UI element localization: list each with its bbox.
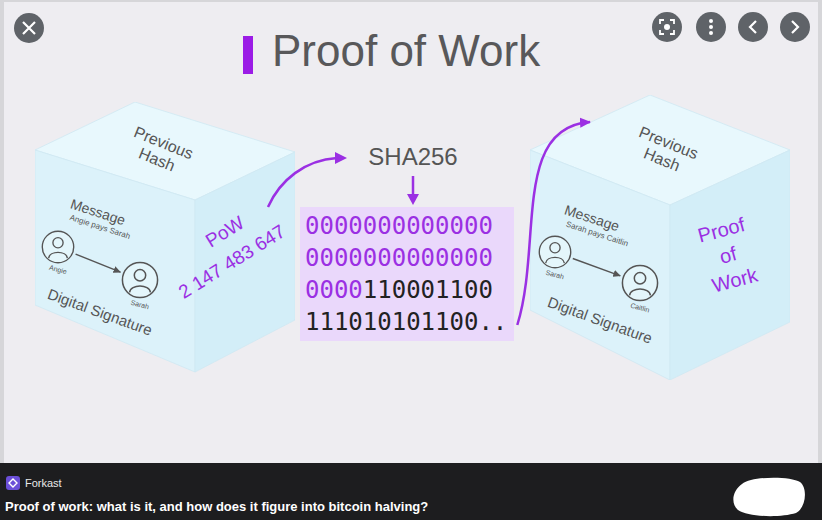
source-icon bbox=[6, 476, 20, 490]
person-icon bbox=[121, 261, 159, 299]
lens-button bbox=[652, 12, 682, 42]
menu-dot bbox=[709, 25, 713, 29]
person-circle bbox=[622, 265, 657, 300]
person-node: Sarah bbox=[121, 261, 159, 299]
person-icon bbox=[41, 230, 75, 264]
person-body bbox=[49, 252, 68, 258]
person-head bbox=[634, 273, 645, 284]
hash-box: 0000000000000 0000000000000 000011000110… bbox=[300, 207, 514, 341]
source-icon-mark bbox=[9, 479, 17, 487]
close-button bbox=[14, 13, 44, 43]
caption-bar bbox=[0, 463, 822, 520]
person-icon bbox=[621, 264, 659, 302]
connector-arrow bbox=[517, 122, 590, 325]
image-ground bbox=[4, 2, 818, 463]
pow-arrow bbox=[268, 158, 337, 207]
redaction-blob bbox=[733, 478, 805, 516]
close-icon bbox=[23, 22, 35, 34]
menu-button bbox=[696, 12, 726, 42]
cube-face bbox=[530, 150, 670, 380]
next-icon bbox=[792, 21, 798, 33]
connector-arrow bbox=[573, 259, 621, 276]
lens-icon bbox=[660, 20, 674, 34]
caption-text: Proof of work: what is it, and how does … bbox=[5, 499, 428, 514]
hash-arrow bbox=[412, 176, 415, 196]
person-node: Sarah bbox=[538, 235, 572, 269]
arrow-head bbox=[407, 194, 419, 205]
person-node: Caitlin bbox=[621, 264, 659, 302]
connector-arrow bbox=[76, 254, 121, 272]
hash-text: 0000000000000 0000000000000 000011000110… bbox=[305, 210, 509, 338]
arrow-head bbox=[335, 152, 347, 164]
lens-dot bbox=[664, 24, 670, 30]
diagram-title: Proof of Work bbox=[272, 27, 540, 75]
function-label: SHA256 bbox=[353, 143, 473, 171]
menu-dot bbox=[709, 19, 713, 23]
cube-node: Previous HashMessageAngie pays SarahDigi… bbox=[35, 102, 295, 374]
source-name: Forkast bbox=[25, 477, 145, 490]
person-body bbox=[130, 286, 151, 292]
prev-icon bbox=[750, 21, 756, 33]
person-head bbox=[53, 238, 63, 248]
person-circle bbox=[42, 231, 73, 262]
prev-button bbox=[738, 12, 768, 42]
person-body bbox=[630, 289, 651, 295]
person-circle bbox=[122, 262, 157, 297]
menu-dot bbox=[709, 31, 713, 35]
cube-face bbox=[670, 150, 790, 380]
person-icon bbox=[538, 235, 572, 269]
person-body bbox=[546, 257, 565, 263]
cube-node: Previous HashMessageSarah pays CaitlinDi… bbox=[530, 95, 790, 380]
person-node: Angie bbox=[41, 230, 75, 264]
next-button bbox=[780, 12, 810, 42]
person-head bbox=[134, 270, 145, 281]
person-head bbox=[550, 243, 560, 253]
title-bar bbox=[243, 36, 253, 74]
cube-face bbox=[35, 150, 195, 372]
person-circle bbox=[539, 236, 570, 267]
